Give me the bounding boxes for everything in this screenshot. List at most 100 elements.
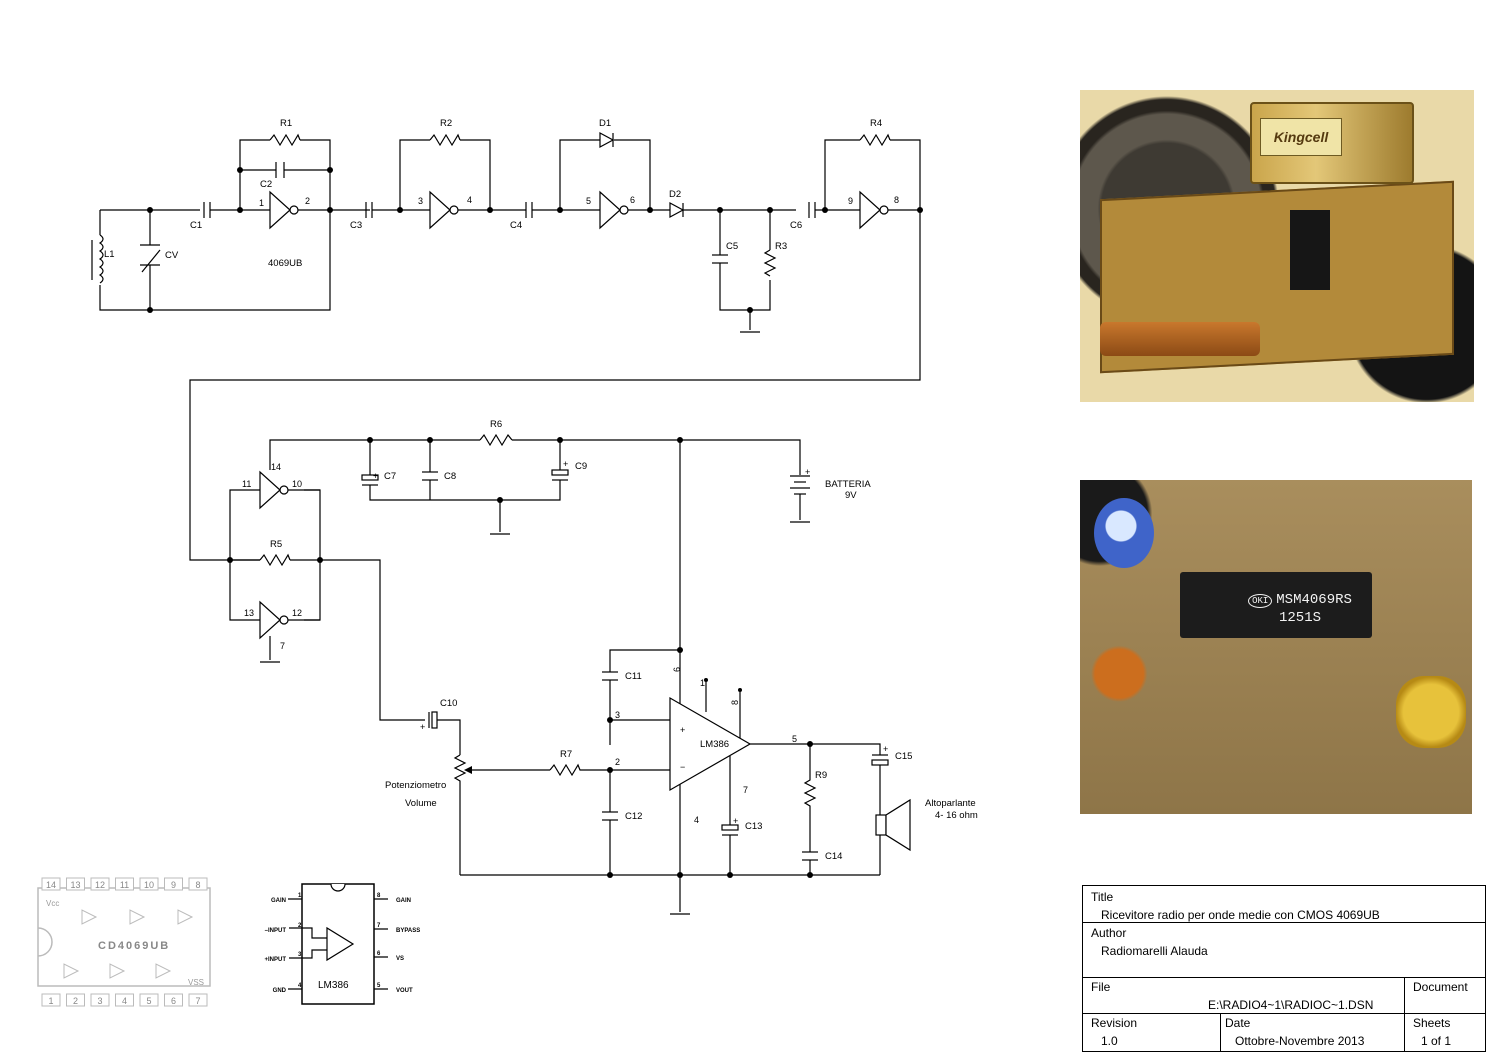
cd4069-bottom-pin-number: 3: [97, 996, 102, 1006]
c2-label: C2: [260, 179, 272, 190]
lm386-left-pin-label: GAIN: [271, 898, 286, 904]
r3-label: R3: [775, 241, 787, 252]
battery-plus: +: [805, 467, 810, 477]
c7-plus: +: [373, 471, 378, 481]
ferrite-antenna: [1100, 322, 1260, 356]
pin-14: 14: [271, 462, 281, 472]
pin-1: 1: [259, 198, 264, 208]
cd4069-vss: VSS: [188, 978, 204, 987]
rf-section: L1 CV C1 R1 C2 1 2 4069UB C3 R2 3: [91, 118, 923, 561]
c3-label: C3: [350, 220, 362, 231]
cd4069-bottom-pin-number: 1: [48, 996, 53, 1006]
r1-label: R1: [280, 118, 292, 129]
speaker-impedance: 4- 16 ohm: [935, 810, 978, 821]
cd4069-top-pin-number: 12: [95, 880, 105, 890]
r7-label: R7: [560, 749, 572, 760]
file-label: File: [1091, 980, 1111, 994]
amp-pin-4: 4: [694, 815, 699, 825]
cv-label: CV: [165, 250, 179, 261]
battery-voltage: 9V: [845, 490, 857, 501]
cd4069-top-pin-box: [90, 877, 110, 891]
c12-label: C12: [625, 811, 642, 822]
cd4069-top-pin-number: 9: [171, 880, 176, 890]
c13-plus: +: [733, 816, 738, 826]
pot-label-2: Volume: [405, 798, 437, 809]
amp-pin-8: 8: [730, 700, 740, 705]
lm386-left-pin-number: 3: [298, 952, 302, 958]
c13-label: C13: [745, 821, 762, 832]
yellow-capacitor: [1396, 676, 1466, 748]
lm386-left-pin-label: –INPUT: [265, 928, 287, 934]
r4-label: R4: [870, 118, 882, 129]
date-label: Date: [1225, 1016, 1251, 1030]
cd4069-top-pin-number: 14: [46, 880, 56, 890]
c15-plus: +: [883, 744, 888, 754]
revision-value: 1.0: [1101, 1034, 1118, 1048]
cd4069-top-pin-box: [139, 877, 159, 891]
cd4069-top-pin-number: 8: [195, 880, 200, 890]
c15-label: C15: [895, 751, 912, 762]
revision-label: Revision: [1091, 1016, 1138, 1030]
cd4069-top-pin-box: [188, 877, 208, 891]
pin-3: 3: [418, 196, 423, 206]
r6-label: R6: [490, 419, 502, 430]
ic-package: [1180, 572, 1372, 638]
lm386-right-pin-label: VS: [396, 956, 404, 962]
amp-pin-5: 5: [792, 734, 797, 744]
cd4069-bottom-pin-number: 6: [171, 996, 176, 1006]
amp-minus: −: [680, 762, 685, 772]
title-value: Ricevitore radio per onde medie con CMOS…: [1101, 908, 1380, 922]
lm386-right-pin-number: 6: [377, 951, 381, 957]
ic-line2: 1251S: [1278, 610, 1321, 626]
cd4069-top-pin-box: [66, 877, 85, 891]
ic1-label: 4069UB: [268, 258, 302, 269]
cd4069-top-pin-box: [115, 877, 134, 891]
lm386-right-pin-number: 8: [377, 893, 381, 899]
d1-label: D1: [599, 118, 611, 129]
lm386-right-pin-number: 7: [377, 923, 381, 929]
cd4069-bottom-pin-number: 5: [146, 996, 151, 1006]
cd4069-top-pin-box: [41, 877, 61, 891]
pot-label: Potenziometro: [385, 780, 446, 791]
cd4069-top-pin-number: 13: [70, 880, 80, 890]
cd4069-bottom-pin-box: [139, 993, 159, 1007]
r5-label: R5: [270, 539, 282, 550]
amp-pin-2: 2: [615, 757, 620, 767]
c11-label: C11: [625, 671, 642, 682]
cd4069-bottom-pin-box: [164, 993, 183, 1007]
lm386-name: LM386: [318, 980, 349, 991]
file-value: E:\RADIO4~1\RADIOC~1.DSN: [1208, 998, 1374, 1012]
cd4069-vcc: Vcc: [46, 899, 59, 908]
cd4069-top-pin-box: [164, 877, 183, 891]
c14-label: C14: [825, 851, 842, 862]
document-label: Document: [1413, 980, 1468, 994]
battery-label: BATTERIA: [825, 479, 871, 490]
c9-plus: +: [563, 459, 568, 469]
lm386-left-pin-label: +INPUT: [264, 957, 286, 963]
pin-8: 8: [894, 195, 899, 205]
amp-pin-7: 7: [743, 785, 748, 795]
r9-label: R9: [815, 770, 827, 781]
pin-2: 2: [305, 196, 310, 206]
r2-label: R2: [440, 118, 452, 129]
c1-label: C1: [190, 220, 202, 231]
cd4069-top-pin-number: 11: [120, 880, 129, 890]
pin-12: 12: [292, 608, 302, 618]
cd4069-bottom-pin-number: 7: [195, 996, 200, 1006]
lm386-left-pin-number: 2: [298, 923, 302, 929]
ic-logo: OKI: [1248, 594, 1273, 608]
c4-label: C4: [510, 220, 522, 231]
electrolytic-capacitor: [1094, 498, 1154, 568]
lm386-right-pin-label: VOUT: [396, 988, 413, 994]
c9-label: C9: [575, 461, 587, 472]
c5-label: C5: [726, 241, 738, 252]
sheets-value: 1 of 1: [1421, 1034, 1452, 1048]
cd4069-top-pin-number: 10: [144, 880, 154, 890]
author-label: Author: [1091, 926, 1127, 940]
c7-label: C7: [384, 471, 396, 482]
cd4069-bottom-pin-box: [41, 993, 61, 1007]
